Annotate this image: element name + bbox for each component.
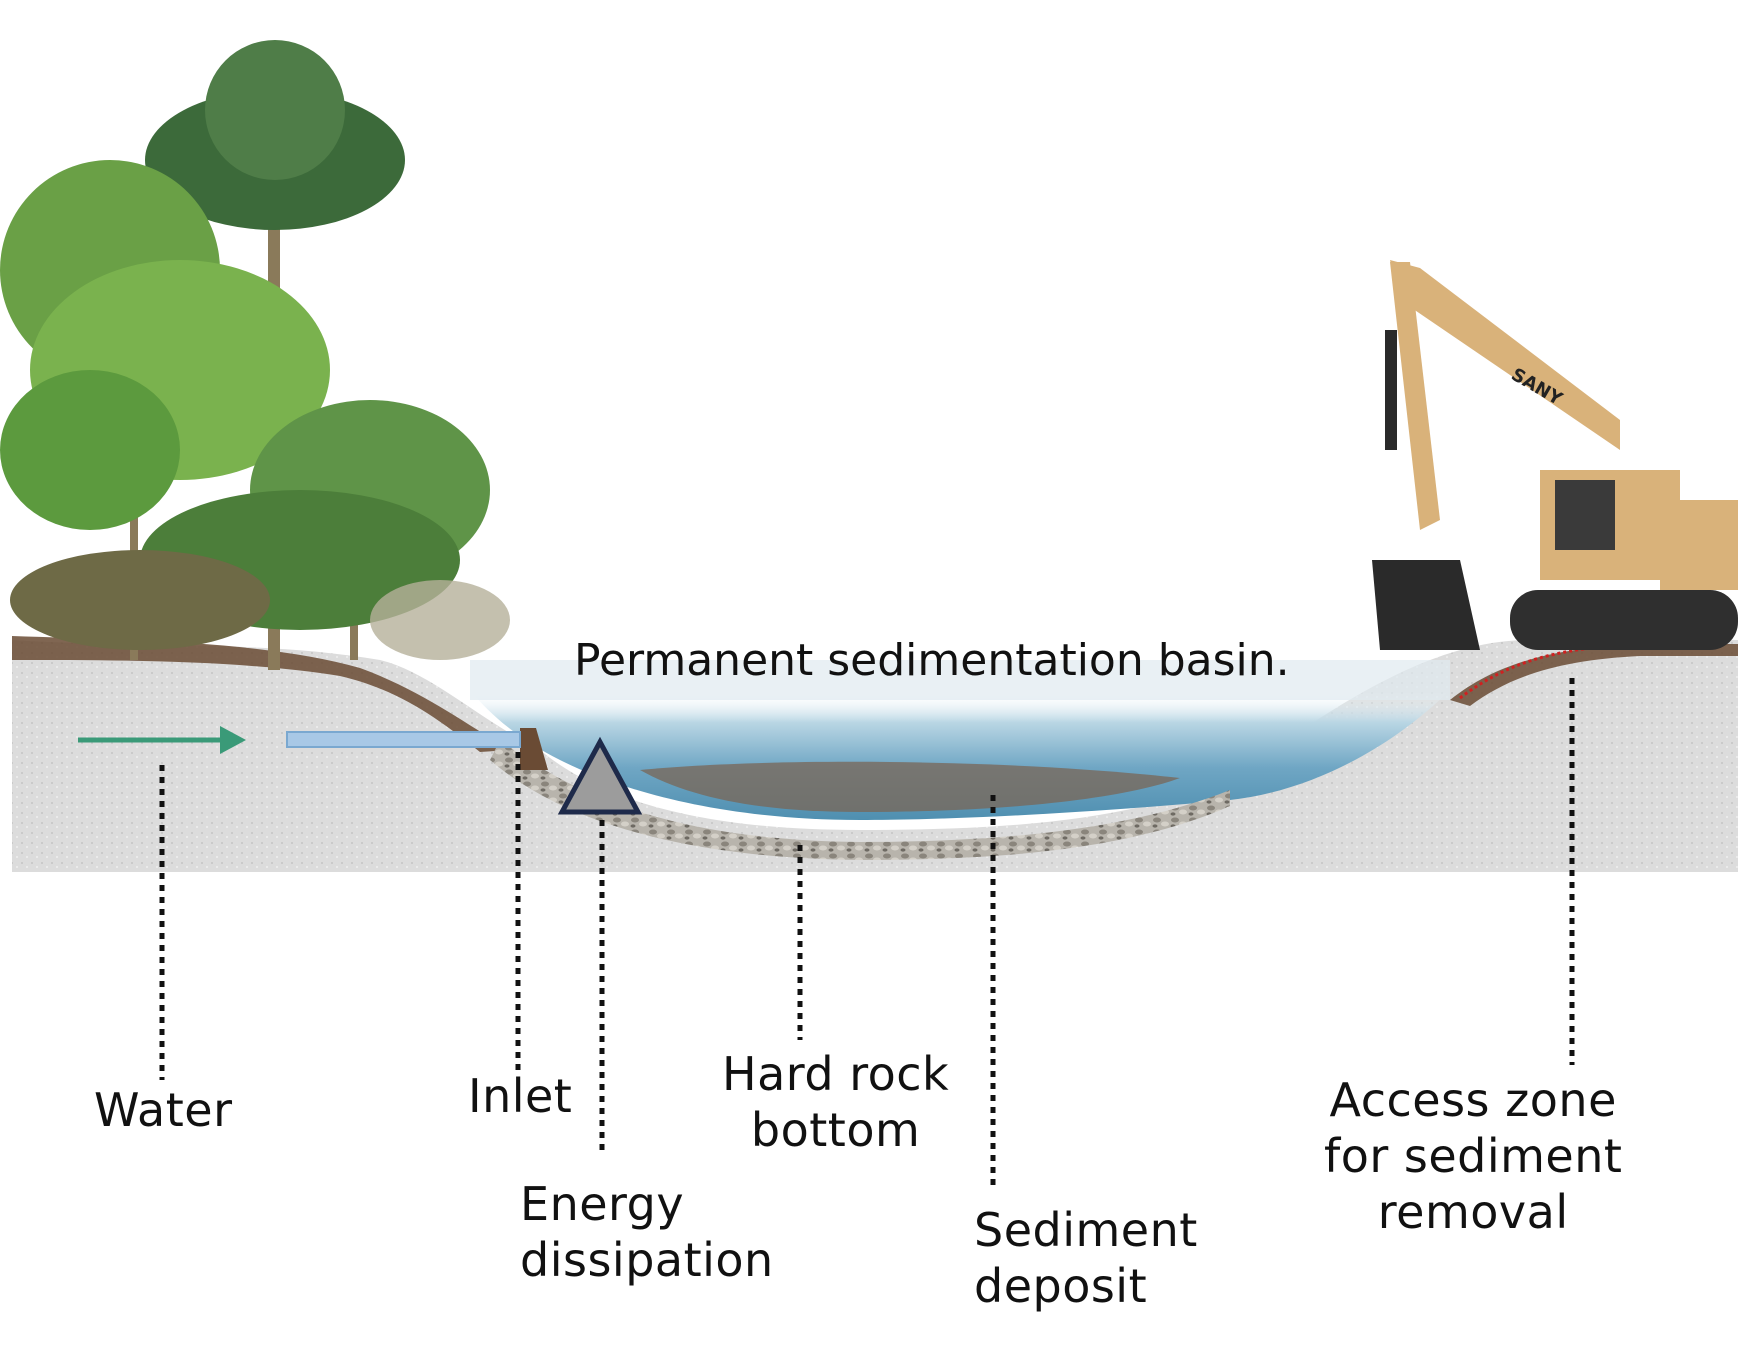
- right-topsoil: [1450, 644, 1738, 706]
- label-hard-rock-line-1: Hard rock: [722, 1047, 950, 1101]
- label-hard-rock-line-2: bottom: [750, 1103, 921, 1157]
- water-haze: [470, 660, 1450, 700]
- label-access-line-1: Access zone: [1329, 1073, 1617, 1127]
- leader-lines: [159, 678, 1575, 1190]
- inlet-pipe: [286, 731, 521, 748]
- ground-section: [12, 639, 1738, 872]
- inlet-headwall: [520, 728, 548, 770]
- label-access-line-2: for sediment: [1324, 1129, 1623, 1183]
- diagram-title: Permanent sedimentation basin.: [574, 635, 1290, 686]
- label-sediment-line-2: deposit: [974, 1259, 1148, 1313]
- label-energy-line-1: Energy: [520, 1177, 685, 1231]
- vegetation: [0, 40, 510, 670]
- label-sediment-line-1: Sediment: [974, 1203, 1198, 1257]
- flow-arrow: [78, 726, 246, 754]
- label-access-zone: Access zone for sediment removal: [1324, 1072, 1622, 1240]
- label-sediment-deposit: Sediment deposit: [974, 1202, 1198, 1314]
- left-topsoil: [12, 636, 510, 752]
- label-hard-rock-bottom: Hard rock bottom: [722, 1046, 949, 1158]
- label-inlet: Inlet: [468, 1069, 573, 1123]
- label-energy-line-2: dissipation: [520, 1233, 774, 1287]
- energy-dissipation-triangle: [557, 736, 643, 815]
- label-access-line-3: removal: [1377, 1185, 1569, 1239]
- excavator: SANY: [1372, 260, 1738, 650]
- label-water: Water: [94, 1083, 233, 1137]
- gravel-bottom: [490, 740, 1230, 860]
- label-energy-dissipation: Energy dissipation: [520, 1176, 774, 1288]
- sediment-layer: [640, 761, 1180, 812]
